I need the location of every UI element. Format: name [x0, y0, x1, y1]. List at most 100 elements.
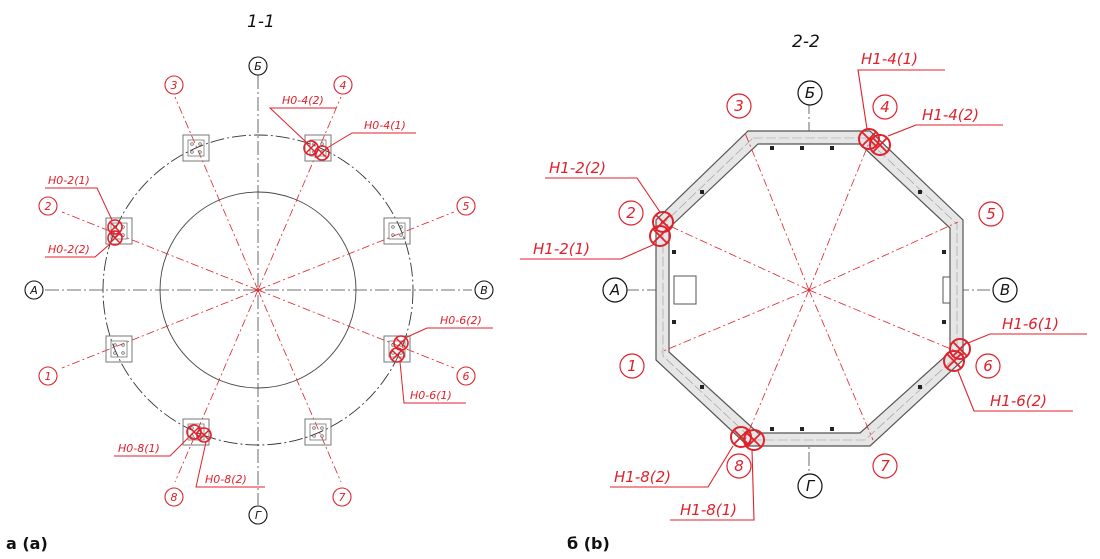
svg-text:7: 7: [339, 491, 346, 504]
svg-text:А: А: [609, 281, 620, 299]
outer-circle: [102, 134, 414, 446]
sensor-label: H1-8(2): [614, 468, 671, 486]
svg-text:Б: Б: [805, 84, 815, 102]
sensor-label: H0-6(1): [410, 389, 452, 402]
sensor-label: H1-2(1): [533, 240, 590, 258]
support-pad: [304, 418, 332, 446]
leader-line: [45, 187, 113, 221]
leader-line: [326, 132, 416, 149]
node-marker-7: 7: [872, 453, 898, 479]
sensor-label: H0-2(1): [48, 174, 90, 187]
node-marker-8: 8: [164, 487, 184, 507]
support-pad: [105, 335, 133, 363]
svg-text:3: 3: [734, 97, 744, 115]
node-marker-3: 3: [726, 93, 752, 119]
node-marker-6: 6: [456, 366, 476, 386]
sensor-label: H0-4(2): [282, 94, 324, 107]
axis-marker-bottom: Г: [248, 505, 268, 525]
svg-text:Б: Б: [254, 60, 262, 73]
sensor-mark: [107, 230, 123, 246]
panel-b-diagram: 2-2: [520, 32, 1087, 521]
svg-text:В: В: [1000, 281, 1010, 299]
sensor-label: H0-8(1): [118, 442, 160, 455]
svg-text:5: 5: [986, 205, 996, 223]
node-marker-7: 7: [332, 487, 352, 507]
leader-line: [404, 327, 493, 339]
sensor-mark: [303, 140, 319, 156]
svg-text:6: 6: [983, 357, 993, 375]
leader-line: [670, 449, 755, 521]
radial-lines: [61, 96, 455, 483]
node-marker-5: 5: [978, 201, 1004, 227]
wall-opening-right: [942, 276, 951, 304]
sensor-label: H1-4(2): [922, 106, 979, 124]
node-marker-2: 2: [38, 196, 58, 216]
leader-line: [195, 441, 265, 488]
axis-marker-top: Б: [248, 56, 268, 76]
svg-text:7: 7: [880, 457, 890, 475]
sensor-label: H0-6(2): [440, 314, 482, 327]
leader-line: [887, 124, 1003, 137]
svg-text:4: 4: [340, 79, 347, 92]
leader-line: [114, 437, 189, 457]
wall-opening-left: [673, 275, 697, 305]
panel-b-section-title: 2-2: [792, 32, 820, 52]
inner-circle: [159, 191, 357, 389]
svg-text:4: 4: [880, 98, 890, 116]
sensor-mark: [186, 424, 202, 440]
node-marker-2: 2: [618, 200, 644, 226]
svg-text:1: 1: [627, 357, 637, 375]
axis-marker-right: В: [474, 280, 494, 300]
leader-line: [957, 370, 1073, 412]
node-marker-1: 1: [619, 353, 645, 379]
panel-a-caption: a (a): [6, 534, 48, 553]
svg-text:В: В: [480, 284, 488, 297]
svg-text:Г: Г: [806, 477, 816, 495]
leader-line: [610, 445, 734, 488]
svg-text:6: 6: [463, 370, 470, 383]
svg-text:5: 5: [463, 200, 470, 213]
leader-line: [967, 333, 1087, 344]
axis-marker-left: А: [602, 277, 628, 303]
node-marker-3: 3: [164, 75, 184, 95]
wall-bolts: [672, 146, 946, 431]
sensor-label: H1-6(1): [1002, 315, 1059, 333]
svg-text:8: 8: [171, 491, 178, 504]
svg-text:2: 2: [626, 204, 636, 222]
node-marker-4: 4: [872, 94, 898, 120]
svg-text:Г: Г: [255, 509, 262, 522]
panel-b-caption: б (b): [567, 534, 610, 553]
node-marker-6: 6: [975, 353, 1001, 379]
sensor-label: H1-8(1): [680, 501, 737, 519]
sensor-label: H1-2(2): [549, 159, 606, 177]
sensor-label: H0-8(2): [205, 473, 247, 486]
leader-line: [399, 361, 466, 404]
leader-line: [545, 177, 661, 213]
axis-marker-right: В: [992, 277, 1018, 303]
svg-text:8: 8: [734, 457, 744, 475]
leader-line: [520, 243, 656, 260]
sensor-label: H1-4(1): [861, 50, 918, 68]
panel-a-diagram: 1-1 Б: [24, 12, 494, 525]
leader-line: [45, 243, 111, 258]
panel-a-section-title: 1-1: [247, 12, 275, 32]
sensor-label: H0-4(1): [364, 119, 406, 132]
svg-text:1: 1: [45, 370, 52, 383]
svg-text:А: А: [29, 284, 38, 297]
node-marker-1: 1: [38, 366, 58, 386]
node-marker-5: 5: [456, 196, 476, 216]
sensor-mark: [107, 219, 123, 235]
radial-lines: [660, 132, 959, 441]
leader-line: [857, 69, 945, 130]
node-marker-8: 8: [726, 453, 752, 479]
axis-marker-left: А: [24, 280, 44, 300]
sensor-label: H0-2(2): [48, 243, 90, 256]
axis-marker-top: Б: [797, 80, 823, 106]
sensor-label: H1-6(2): [990, 392, 1047, 410]
sensor-mark: [389, 347, 405, 363]
svg-text:2: 2: [45, 200, 52, 213]
leader-line: [268, 107, 336, 143]
svg-text:3: 3: [171, 79, 178, 92]
node-marker-4: 4: [333, 75, 353, 95]
axis-marker-bottom: Г: [797, 473, 823, 499]
